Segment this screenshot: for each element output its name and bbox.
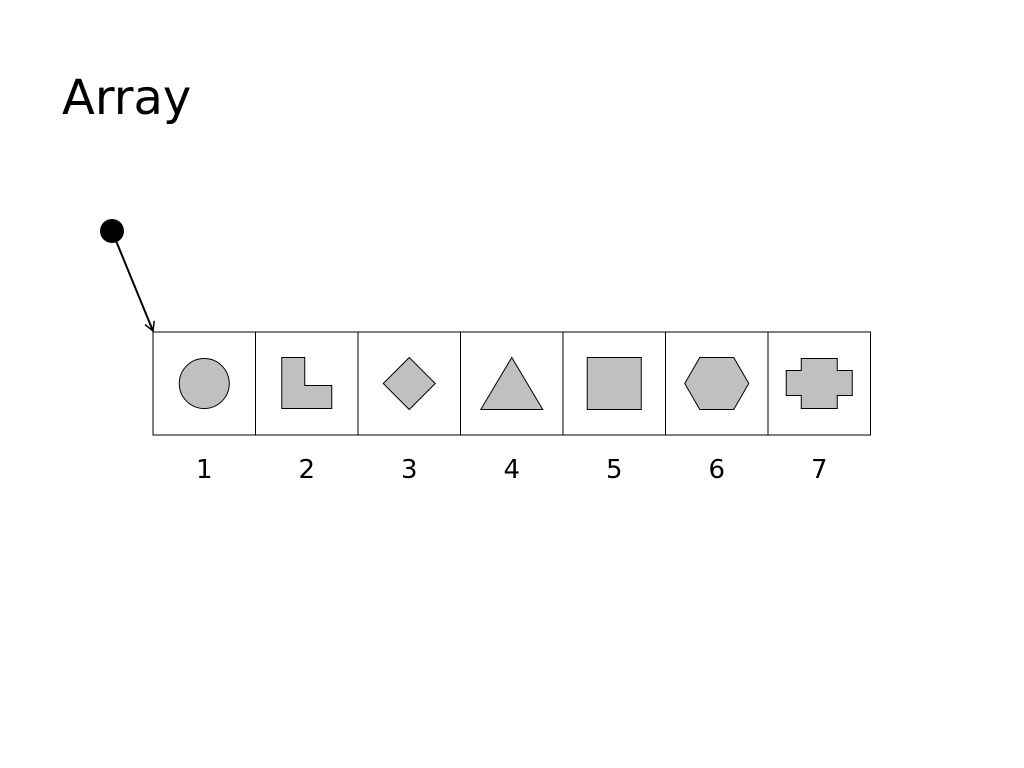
array-index-label: 3 [401,455,418,485]
array-cell: 3 [357,331,461,485]
array-index-label: 7 [811,455,828,485]
pointer-dot [100,219,124,243]
array-cell: 1 [152,331,256,485]
triangle-shape [479,356,544,410]
circle-shape [178,358,230,409]
array-cell: 4 [460,331,564,485]
square-shape [586,357,642,410]
array-index-label: 1 [196,455,213,485]
array-index-label: 6 [708,455,725,485]
array-cell: 5 [562,331,666,485]
array-cell: 6 [665,331,769,485]
array-index-label: 2 [298,455,315,485]
pointer [100,219,155,333]
array-index-label: 4 [503,455,520,485]
array-cells: 1 2 3 4 5 6 7 [152,331,871,485]
l-shape-shape [281,357,333,409]
array-cell: 2 [255,331,359,485]
array-index-label: 5 [606,455,623,485]
hexagon-shape [684,357,750,410]
slide-title: Array [62,70,192,126]
diamond-shape [382,356,436,411]
pointer-arrow [111,230,155,333]
array-cell: 7 [767,331,871,485]
array-cell-box [255,331,359,436]
cross-shape [785,358,853,409]
